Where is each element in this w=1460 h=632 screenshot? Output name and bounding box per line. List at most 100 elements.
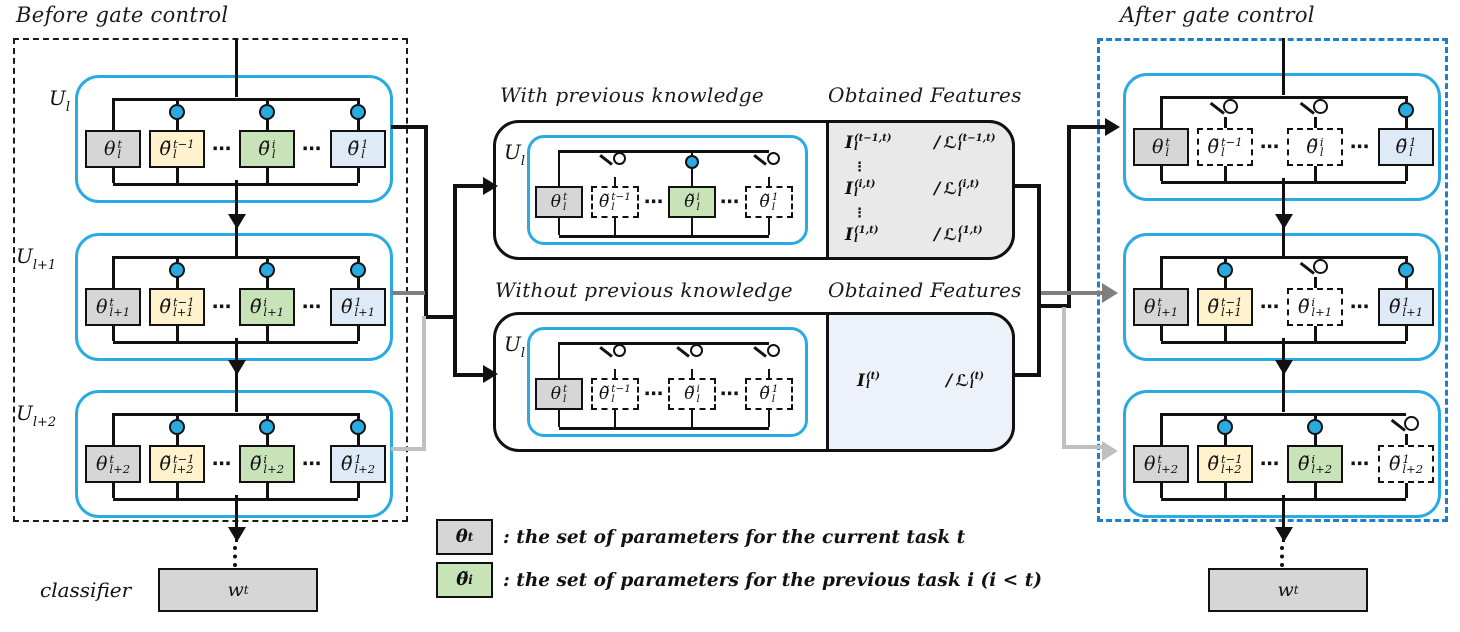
feature-subscript: l xyxy=(957,188,962,199)
box-bottom-stub xyxy=(265,483,269,498)
box-bottom-stub xyxy=(1404,483,1408,498)
param-superscript: 1 xyxy=(354,451,362,466)
ellipsis-dots: ⋯ xyxy=(1260,296,1280,318)
bottom-bus-line xyxy=(559,427,769,430)
box-top-stub xyxy=(613,369,617,378)
unit-label: Ul xyxy=(16,86,70,115)
connector-line xyxy=(1041,291,1103,295)
gate-open-icon xyxy=(613,344,626,357)
connector-line xyxy=(424,125,428,319)
gate-top-stub xyxy=(265,413,269,419)
param-symbol: θ̃ xyxy=(159,295,171,318)
param-superscript: 1 xyxy=(1402,294,1410,309)
param-symbol: θ̃ xyxy=(759,383,770,404)
connector-line xyxy=(235,38,238,97)
gate-top-stub xyxy=(356,256,360,262)
param-superscript: t−1 xyxy=(172,294,195,309)
ellipsis-dots: ⋯ xyxy=(1260,136,1280,158)
gate-open-lever xyxy=(753,346,767,358)
feature-row: I(t)l/ℒ(t)l xyxy=(829,371,1012,391)
ellipsis-dots: ⋯ xyxy=(212,138,232,160)
gate-bottom-stub xyxy=(690,167,694,186)
box-bottom-stub xyxy=(175,326,179,341)
box-bottom-stub xyxy=(1404,326,1408,341)
arrowhead xyxy=(228,527,246,542)
unit-label: Ul xyxy=(504,332,544,361)
box-top-stub xyxy=(1313,277,1317,288)
param-symbol: θ̃ xyxy=(684,191,695,212)
top-bus-line xyxy=(113,413,358,416)
gate-top-stub xyxy=(356,413,360,419)
param-superscript: 1 xyxy=(771,382,779,395)
unit-label-subscript: l xyxy=(65,100,70,115)
gate-bottom-stub xyxy=(1223,433,1227,445)
top-bus-line xyxy=(1161,96,1406,99)
box-top-stub xyxy=(111,98,115,130)
top-bus-line xyxy=(1161,256,1406,259)
gate-open-lever xyxy=(599,154,613,166)
param-subscript: l+1 xyxy=(354,305,376,319)
param-superscript: i xyxy=(696,190,700,203)
obtained-features-panel-bottom: I(t)l/ℒ(t)l xyxy=(826,312,1015,452)
param-subscript: l xyxy=(563,393,567,405)
param-symbol: θ xyxy=(1143,452,1156,475)
box-bottom-stub xyxy=(111,483,115,498)
unit-label-symbol: U xyxy=(504,332,521,356)
ellipsis-dots: ⋯ xyxy=(1350,136,1370,158)
box-bottom-stub xyxy=(356,483,360,498)
obtained-features-panel-top: I(t−1,t)l/ℒ(t−1,t)l⋮I(i,t)l/ℒ(i,t)l⋮I(1,… xyxy=(826,120,1015,260)
param-subscript: l+1 xyxy=(1220,305,1242,319)
ellipsis-dots: ⋯ xyxy=(644,383,664,405)
feature-superscript: (i,t) xyxy=(957,178,980,190)
feature-superscript: (i,t) xyxy=(853,178,876,190)
gate-bottom-stub xyxy=(175,276,179,288)
param-subscript: l+1 xyxy=(1311,305,1333,319)
param-superscript: i xyxy=(1311,294,1316,309)
unit-label: Ul+1 xyxy=(16,244,72,273)
param-symbol: θ xyxy=(550,191,561,212)
param-symbol: θ xyxy=(550,383,561,404)
param-superscript: i xyxy=(263,451,268,466)
feature-symbol: ℒ xyxy=(955,371,969,390)
gate-top-stub xyxy=(356,98,360,104)
feature-subscript: l xyxy=(865,380,870,391)
feature-subscript: l xyxy=(853,234,858,245)
param-symbol: θ̃ xyxy=(684,383,695,404)
param-superscript: i xyxy=(1311,451,1316,466)
unit-label: Ul+2 xyxy=(16,401,72,430)
param-subscript: l xyxy=(1220,145,1225,159)
param-subscript: l+2 xyxy=(1402,462,1424,476)
param-subscript: l xyxy=(1319,145,1324,159)
gate-bottom-stub xyxy=(1313,433,1317,445)
connector-line xyxy=(1062,307,1066,449)
feature-symbol: ℒ xyxy=(943,225,957,244)
title-after-gate-control: After gate control xyxy=(1120,3,1315,27)
box-bottom-stub xyxy=(1223,326,1227,341)
feature-term: I(t−1,t)l xyxy=(845,133,931,153)
gate-open-icon xyxy=(1313,259,1328,274)
param-symbol: θ̃ xyxy=(1388,295,1401,318)
box-bottom-stub xyxy=(1159,483,1163,498)
box-top-stub xyxy=(767,369,771,378)
arrowhead xyxy=(1102,283,1118,303)
feature-superscript: (t−1,t) xyxy=(957,132,996,144)
param-symbol: θ̃ xyxy=(1207,295,1219,318)
feature-term: ℒ(1,t)l xyxy=(943,225,982,245)
param-subscript: l xyxy=(611,201,615,213)
